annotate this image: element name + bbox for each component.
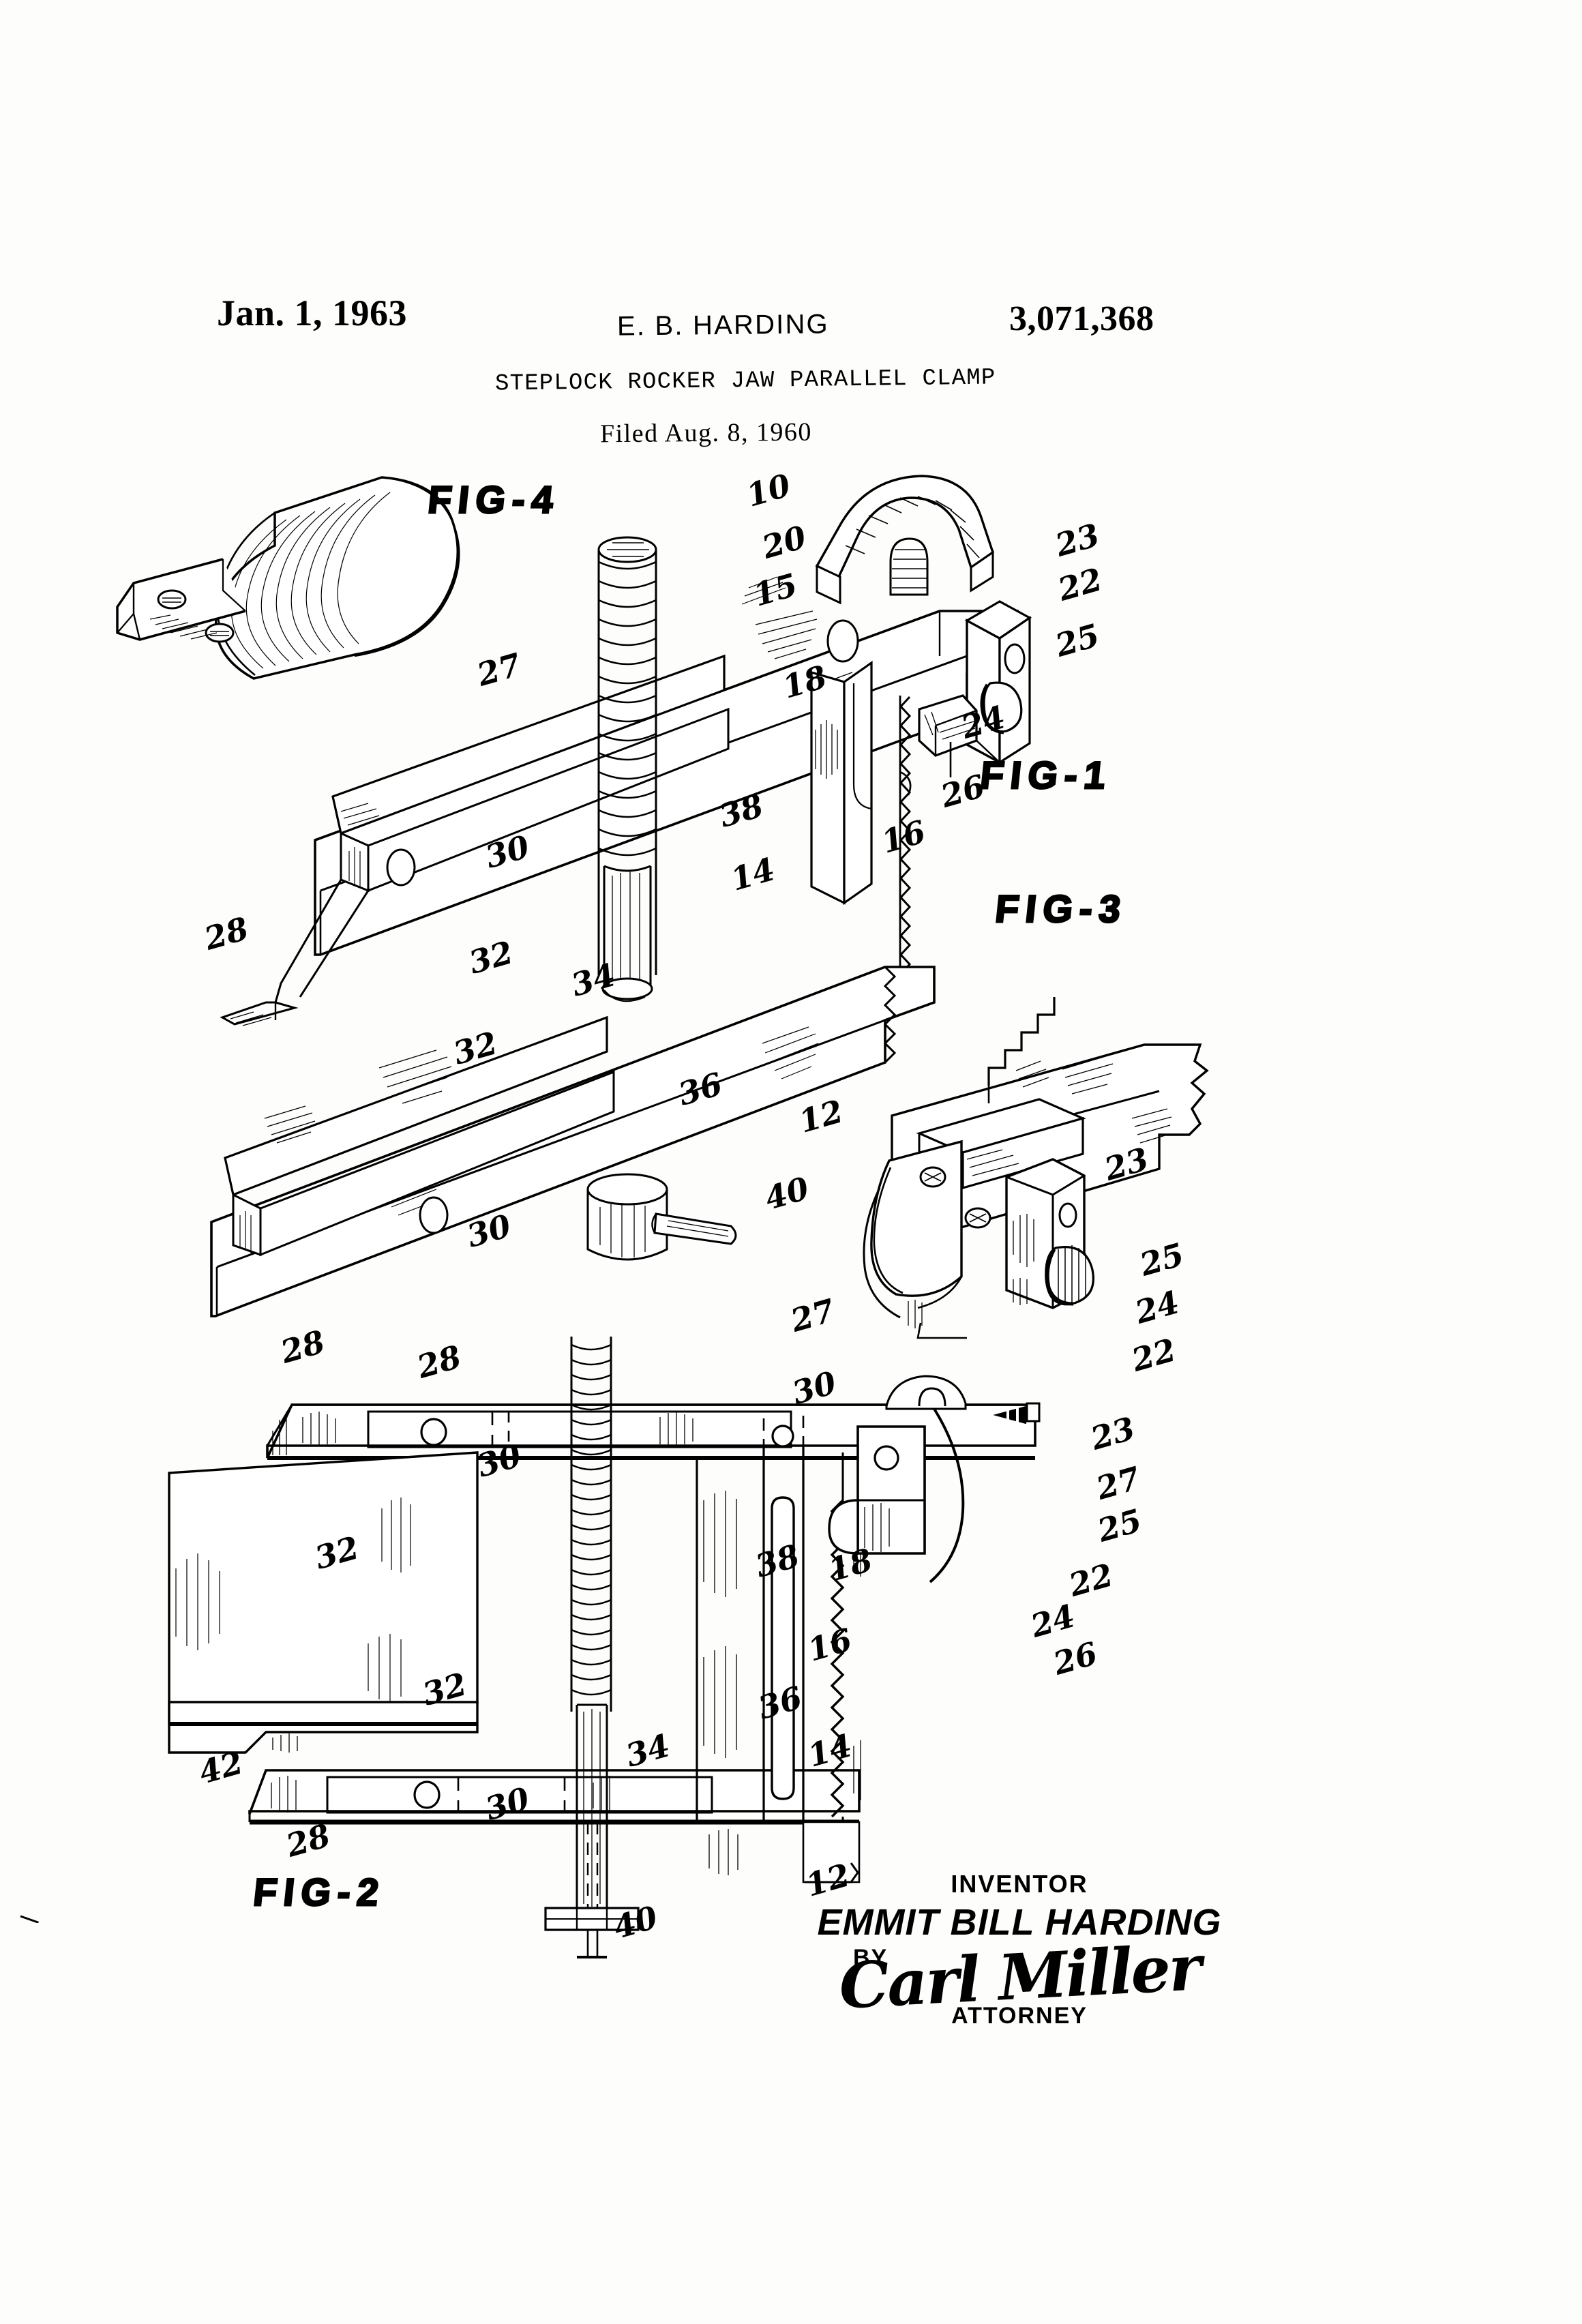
inventor-name: EMMIT BILL HARDING: [817, 1902, 1222, 1943]
by-label: BY: [853, 1945, 889, 1971]
fig4-rocker-jaw-assembly: [116, 476, 460, 680]
fig1-exploded-perspective-view: [210, 475, 1032, 1317]
inventor-label: INVENTOR: [951, 1870, 1088, 1898]
attorney-label: ATTORNEY: [951, 2003, 1088, 2029]
signature-block: INVENTOR EMMIT BILL HARDING BY Carl Mill…: [808, 1870, 1231, 2029]
patent-date: Jan. 1, 1963: [217, 293, 408, 333]
scan-artifact-mark: [20, 1915, 44, 1923]
patent-number: 3,071,368: [1009, 299, 1154, 338]
figure-label-fig4: FIG-4: [425, 477, 563, 522]
figure-label-fig3: FIG-3: [992, 887, 1131, 932]
figure-label-fig1: FIG-1: [977, 753, 1116, 798]
fig2-assembled-elevation: [168, 1337, 1041, 1958]
figure-label-fig2: FIG-2: [250, 1870, 389, 1915]
fig3-enlarged-pawl-detail: [863, 997, 1209, 1339]
